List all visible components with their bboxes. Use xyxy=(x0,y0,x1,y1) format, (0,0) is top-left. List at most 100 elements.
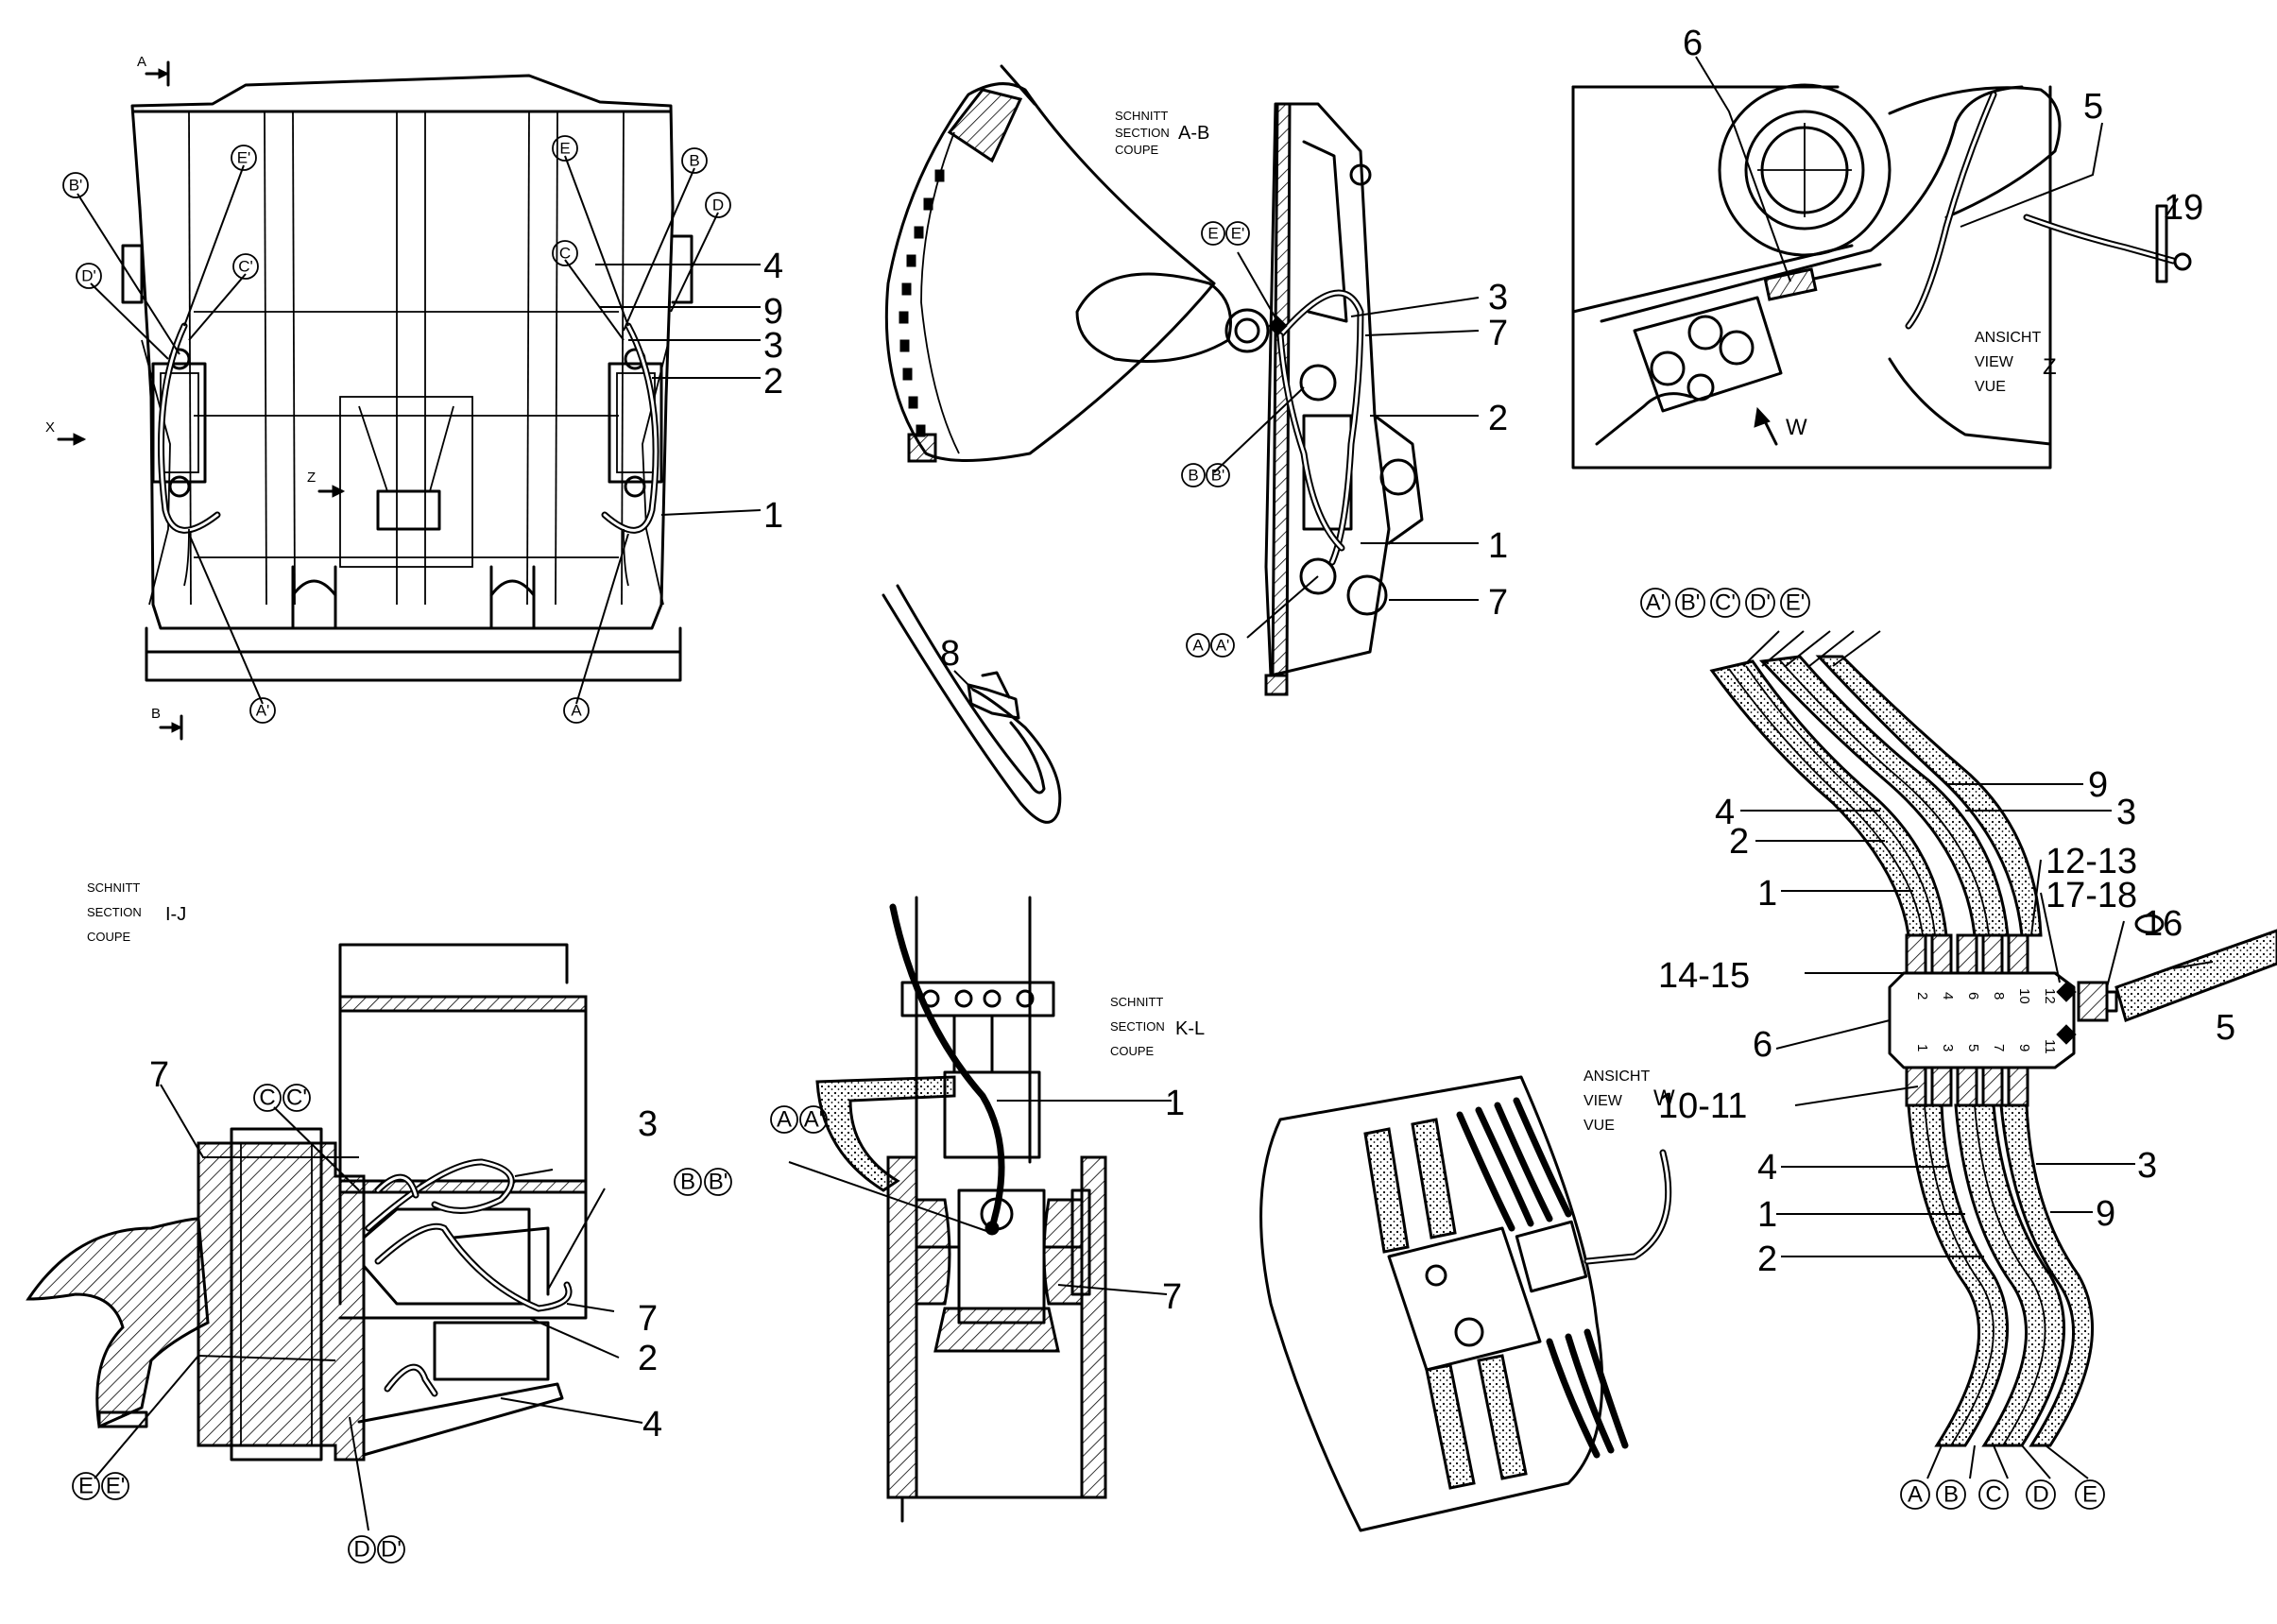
circle-label-e-prime: E' xyxy=(1780,588,1810,618)
svg-text:1: 1 xyxy=(1914,1044,1930,1051)
svg-text:B': B' xyxy=(1681,590,1701,616)
label-1: 1 xyxy=(763,496,783,536)
circle-label-c-prime: C' xyxy=(282,1084,311,1112)
circle-label-e: E xyxy=(552,135,578,162)
circle-label-a-prime: A' xyxy=(1640,588,1670,618)
svg-text:COUPE: COUPE xyxy=(87,930,131,944)
svg-text:E': E' xyxy=(1786,590,1806,616)
svg-text:11: 11 xyxy=(2042,1039,2058,1054)
circle-label-e: E xyxy=(2075,1479,2105,1510)
svg-text:Z: Z xyxy=(307,470,316,486)
label-7: 7 xyxy=(638,1299,658,1339)
label-6: 6 xyxy=(1753,1025,1772,1065)
label-3: 3 xyxy=(2137,1146,2157,1186)
view-w-panel: ANSICHT VIEW VUE W xyxy=(1259,1068,1675,1532)
label-14-15: 14-15 xyxy=(1658,956,1750,996)
svg-text:A': A' xyxy=(1216,637,1230,655)
svg-text:C: C xyxy=(1985,1482,2001,1508)
svg-text:4: 4 xyxy=(1940,992,1956,1000)
section-kl-panel: SCHNITT SECTION COUPE K-L 1 7 A xyxy=(770,896,1205,1523)
circle-label-a: A xyxy=(770,1105,798,1134)
section-kl-title: SCHNITT SECTION COUPE K-L xyxy=(1110,995,1205,1058)
view-z-panel: W ANSICHT VIEW VUE Z 6 5 19 xyxy=(1571,24,2203,470)
circle-label-b-prime: B' xyxy=(62,172,89,198)
svg-text:A': A' xyxy=(1646,590,1666,616)
svg-text:SCHNITT: SCHNITT xyxy=(1115,109,1168,123)
svg-text:W: W xyxy=(1653,1086,1675,1111)
circle-label-b: B xyxy=(1936,1479,1966,1510)
label-1: 1 xyxy=(1757,874,1777,914)
label-7: 7 xyxy=(149,1055,169,1095)
view-z-title: ANSICHT VIEW VUE Z xyxy=(1975,330,2057,395)
circle-label-a: A xyxy=(1186,633,1210,658)
circle-label-e-prime: E' xyxy=(1225,221,1250,246)
svg-text:D': D' xyxy=(1750,590,1771,616)
circle-label-d: D xyxy=(2026,1479,2056,1510)
manifold-panel: 2 4 6 8 10 12 1 3 5 7 9 11 xyxy=(1640,588,2277,1510)
label-4: 4 xyxy=(1715,793,1735,832)
svg-text:VUE: VUE xyxy=(1584,1118,1615,1134)
label-19: 19 xyxy=(2164,188,2203,228)
svg-text:COUPE: COUPE xyxy=(1110,1044,1155,1058)
svg-text:A: A xyxy=(571,702,582,720)
svg-text:D': D' xyxy=(81,267,96,285)
label-2: 2 xyxy=(1488,399,1508,438)
circle-label-a: A xyxy=(563,697,590,724)
label-2: 2 xyxy=(1757,1239,1777,1279)
label-1: 1 xyxy=(1757,1195,1777,1235)
circle-label-c: C xyxy=(253,1084,282,1112)
label-6: 6 xyxy=(1683,24,1703,63)
svg-text:D': D' xyxy=(381,1537,402,1563)
circle-label-c: C xyxy=(1978,1479,2009,1510)
label-5: 5 xyxy=(2083,87,2103,127)
svg-text:D: D xyxy=(353,1537,369,1563)
cut-mark-a: A xyxy=(137,54,170,87)
svg-text:10: 10 xyxy=(2016,988,2032,1004)
label-9: 9 xyxy=(2088,765,2108,805)
svg-text:E': E' xyxy=(1231,225,1245,243)
circle-label-c-prime: C' xyxy=(1710,588,1740,618)
label-4: 4 xyxy=(1757,1148,1777,1188)
label-7: 7 xyxy=(1488,583,1508,623)
label-8: 8 xyxy=(940,634,960,674)
label-4: 4 xyxy=(763,247,783,286)
circle-label-b-prime: B' xyxy=(704,1168,732,1196)
circle-label-d: D xyxy=(705,192,731,218)
svg-text:B: B xyxy=(680,1170,695,1195)
svg-text:8: 8 xyxy=(1991,992,2007,1000)
circle-label-c: C xyxy=(552,240,578,266)
svg-text:C': C' xyxy=(238,258,253,276)
circle-label-c-prime: C' xyxy=(232,253,259,280)
circle-label-b: B xyxy=(674,1168,702,1196)
section-ij-title: SCHNITT SECTION COUPE I-J xyxy=(87,880,186,944)
circle-label-a: A xyxy=(1900,1479,1930,1510)
svg-text:A: A xyxy=(777,1107,792,1133)
label-3: 3 xyxy=(638,1104,658,1144)
svg-text:VUE: VUE xyxy=(1975,379,2006,395)
label-3: 3 xyxy=(2116,793,2136,832)
circle-label-b: B xyxy=(1181,463,1206,487)
svg-text:A': A' xyxy=(256,702,270,720)
svg-text:B: B xyxy=(1188,467,1198,485)
svg-text:B: B xyxy=(1943,1482,1959,1508)
label-9: 9 xyxy=(763,292,783,332)
svg-text:5: 5 xyxy=(1965,1044,1981,1051)
svg-text:SCHNITT: SCHNITT xyxy=(87,880,140,895)
circle-label-d-prime: D' xyxy=(377,1535,405,1564)
label-16: 16 xyxy=(2143,904,2183,944)
label-1: 1 xyxy=(1488,526,1508,566)
section-ab-panel: SCHNITT SECTION COUPE A-B xyxy=(884,64,1508,696)
circle-label-b-prime: B' xyxy=(1206,463,1230,487)
label-10-11: 10-11 xyxy=(1658,1086,1747,1126)
svg-text:SECTION: SECTION xyxy=(1115,126,1170,140)
svg-text:B': B' xyxy=(69,177,83,195)
svg-text:ANSICHT: ANSICHT xyxy=(1975,330,2041,346)
circle-label-e: E xyxy=(1201,221,1225,246)
svg-text:SECTION: SECTION xyxy=(87,905,142,919)
svg-text:A: A xyxy=(1192,637,1204,655)
circle-label-e-prime: E' xyxy=(101,1472,129,1500)
svg-text:Z: Z xyxy=(2043,354,2057,380)
circle-label-d: D xyxy=(348,1535,376,1564)
svg-text:A: A xyxy=(137,54,146,70)
svg-text:E': E' xyxy=(106,1474,126,1499)
